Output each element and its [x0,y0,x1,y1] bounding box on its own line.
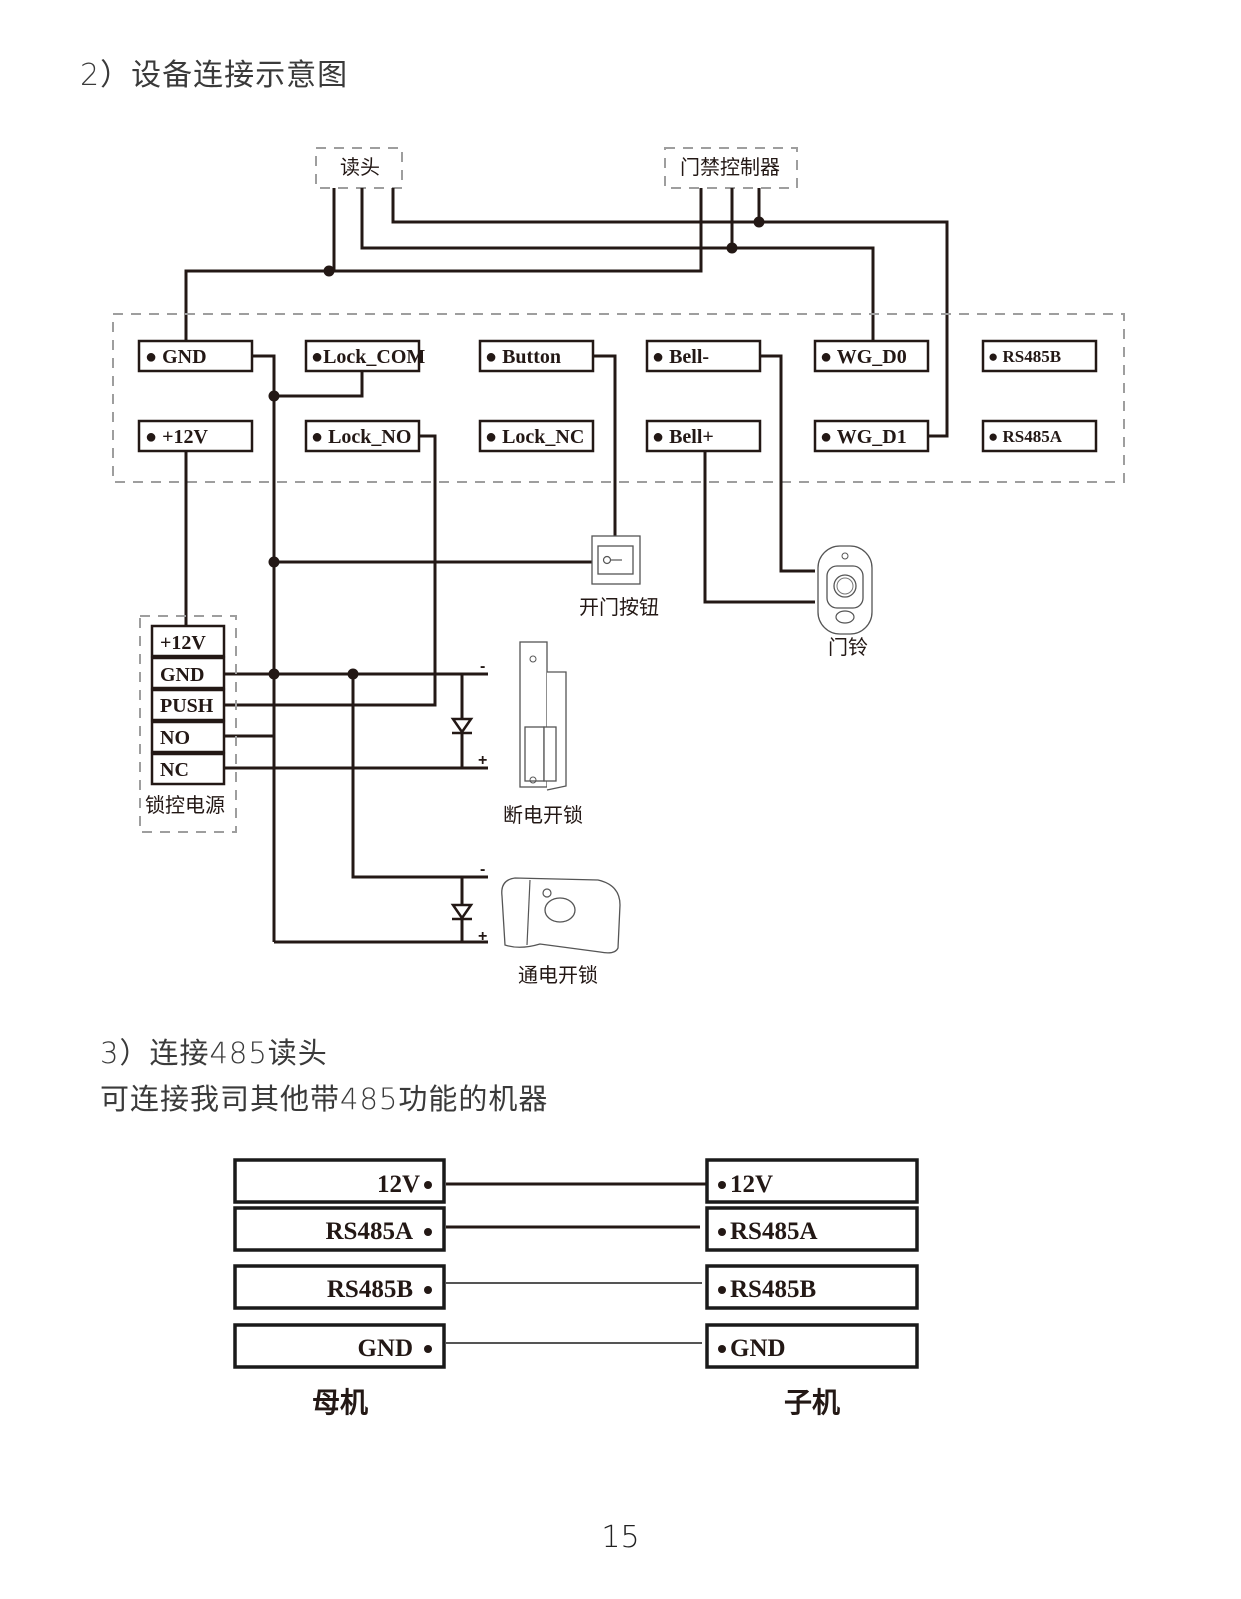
terminal-wg-d1: ● WG_D1 [813,419,930,453]
terminal-rs485b: ● RS485B [981,339,1098,373]
svg-text:● RS485B: ● RS485B [988,347,1061,366]
svg-text:12V: 12V [377,1171,420,1198]
controller-block: 门禁控制器 [664,147,798,189]
svg-text:● RS485A: ● RS485A [988,427,1063,446]
svg-text:● +12V: ● +12V [145,426,208,448]
svg-text:●Lock_COM: ●Lock_COM [311,346,425,368]
svg-text:NC: NC [160,759,189,781]
rs485-master: 12V RS485A RS485B GND 母机 [233,1158,446,1419]
svg-text:RS485A: RS485A [730,1218,818,1245]
reader-wires [184,188,949,438]
diode-icon [450,903,474,921]
section-3-title: 3）连接485读头 [100,1036,328,1070]
polarity-minus: - [480,861,485,878]
svg-text:GND: GND [730,1335,786,1362]
exit-button-label: 开门按钮 [579,595,659,619]
terminal-gnd: ● GND [137,339,254,373]
svg-text:GND: GND [160,664,204,686]
exit-button-device: 开门按钮 [579,535,659,619]
svg-text:12V: 12V [730,1171,773,1198]
svg-text:RS485B: RS485B [730,1276,816,1303]
svg-text:RS485A: RS485A [325,1218,413,1245]
strike-lock-device: 断电开锁 [503,641,583,827]
svg-text:● Lock_NO: ● Lock_NO [311,426,411,448]
svg-text:● Bell-: ● Bell- [652,346,709,368]
svg-text:PUSH: PUSH [160,695,214,717]
junction-dot [726,242,738,254]
terminal-button: ● Button [478,339,595,373]
lock-power-supply: +12V GND PUSH NO NC 锁控电源 [139,615,237,833]
junction-dot [753,216,765,228]
terminal-lock-no: ● Lock_NO [304,419,421,453]
terminal-lock-com: ●Lock_COM [304,339,425,373]
controller-terminal-panel [112,313,1125,483]
slave-label: 子机 [784,1386,840,1419]
svg-text:NO: NO [160,727,190,749]
svg-text:● Button: ● Button [485,346,561,368]
terminal-lock-nc: ● Lock_NC [478,419,595,453]
svg-text:● WG_D1: ● WG_D1 [820,426,907,448]
controller-label: 门禁控制器 [680,155,780,179]
diode-icon [450,717,474,735]
reader-label: 读头 [340,155,380,179]
section-3-subtitle: 可连接我司其他带485功能的机器 [100,1082,549,1116]
master-label: 母机 [312,1386,368,1419]
svg-text:● Bell+: ● Bell+ [652,426,714,448]
junction-dot [323,265,335,277]
section-2-title: 2）设备连接示意图 [80,58,349,93]
fail-secure-lock-label: 断电开锁 [503,803,583,827]
polarity-minus: - [480,658,485,675]
page-number: 15 [601,1520,640,1555]
power-supply-label: 锁控电源 [145,793,225,817]
terminal-bell-plus: ● Bell+ [645,419,762,453]
svg-text:● WG_D0: ● WG_D0 [820,346,907,368]
svg-text:● GND: ● GND [145,346,207,368]
rim-lock-device: 通电开锁 [501,877,621,987]
reader-block: 读头 [315,147,403,189]
svg-text:+12V: +12V [160,632,206,654]
svg-text:● Lock_NC: ● Lock_NC [485,426,584,448]
fail-safe-lock-label: 通电开锁 [518,963,598,987]
terminal-bell-minus: ● Bell- [645,339,762,373]
polarity-plus: + [478,928,487,945]
terminal-rs485a: ● RS485A [981,419,1098,453]
svg-text:GND: GND [357,1335,413,1362]
polarity-plus: + [478,752,487,769]
doorbell-label: 门铃 [828,635,868,659]
svg-text:RS485B: RS485B [327,1276,413,1303]
rs485-links [446,1182,707,1344]
terminal-wg-d0: ● WG_D0 [813,339,930,373]
rs485-slave: 12V RS485A RS485B GND 子机 [705,1158,919,1419]
lower-wires [184,354,815,944]
terminal-plus12v: ● +12V [137,419,254,453]
doorbell-device: 门铃 [817,545,873,659]
